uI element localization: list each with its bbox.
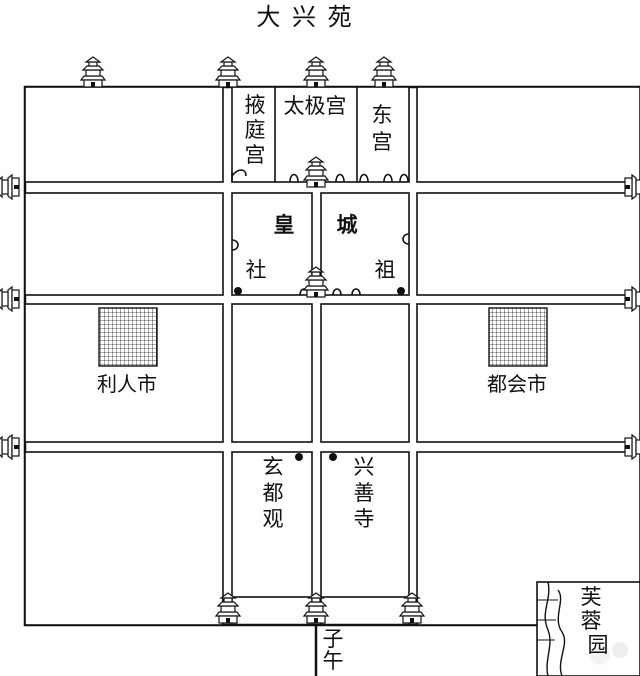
taiji-palace-label: 太极宫: [284, 94, 347, 118]
xuandu-label-3: 观: [263, 507, 284, 531]
west-market-label: 利人市: [97, 372, 157, 396]
furong-label-2: 蓉: [581, 609, 602, 633]
gate-tower-icon: [0, 286, 20, 312]
furong-garden: [536, 581, 640, 676]
west-market-grid: [98, 307, 158, 367]
zu-temple-dot: [397, 287, 405, 295]
xingshan-label-2: 善: [354, 481, 375, 505]
donggong-label-2: 宫: [372, 130, 393, 154]
east-market-grid: [488, 307, 548, 367]
xingshan-label-3: 寺: [354, 507, 375, 531]
she-label: 社: [246, 258, 267, 282]
imperial-city-label-2: 城: [337, 212, 358, 237]
gate-tower-icon: [0, 174, 20, 200]
yeting-palace-label-2: 庭: [245, 118, 266, 142]
east-market-label: 都会市: [487, 372, 547, 396]
gate-tower-icon: [0, 434, 20, 460]
imperial-city-label-1: 皇: [274, 212, 295, 237]
zu-label: 祖: [375, 258, 396, 282]
xingshan-label-1: 兴: [354, 455, 375, 479]
furong-label-1: 芙: [581, 585, 602, 609]
yeting-palace-label-3: 宫: [245, 143, 266, 167]
xuandu-label-2: 都: [263, 481, 284, 505]
gate-tower-icon: [80, 56, 106, 88]
gate-tower-icon: [215, 56, 241, 88]
gate-tower-icon: [303, 56, 329, 88]
garden-title: 大 兴 苑: [256, 3, 353, 31]
imperial-city: [231, 192, 410, 296]
furong-label-3: 园: [588, 633, 609, 657]
yeting-palace-label-1: 掖: [245, 93, 266, 117]
donggong-label-1: 东: [372, 103, 393, 127]
ward-blocks: [24, 86, 640, 626]
ziwu-label-1: 子: [323, 627, 344, 651]
xuandu-temple-dot: [295, 453, 303, 461]
she-altar-dot: [234, 287, 242, 295]
xingshan-temple-dot: [329, 453, 337, 461]
xuandu-label-1: 玄: [263, 455, 284, 479]
ziwu-label-2: 午: [323, 649, 344, 673]
gate-tower-icon: [371, 56, 397, 88]
